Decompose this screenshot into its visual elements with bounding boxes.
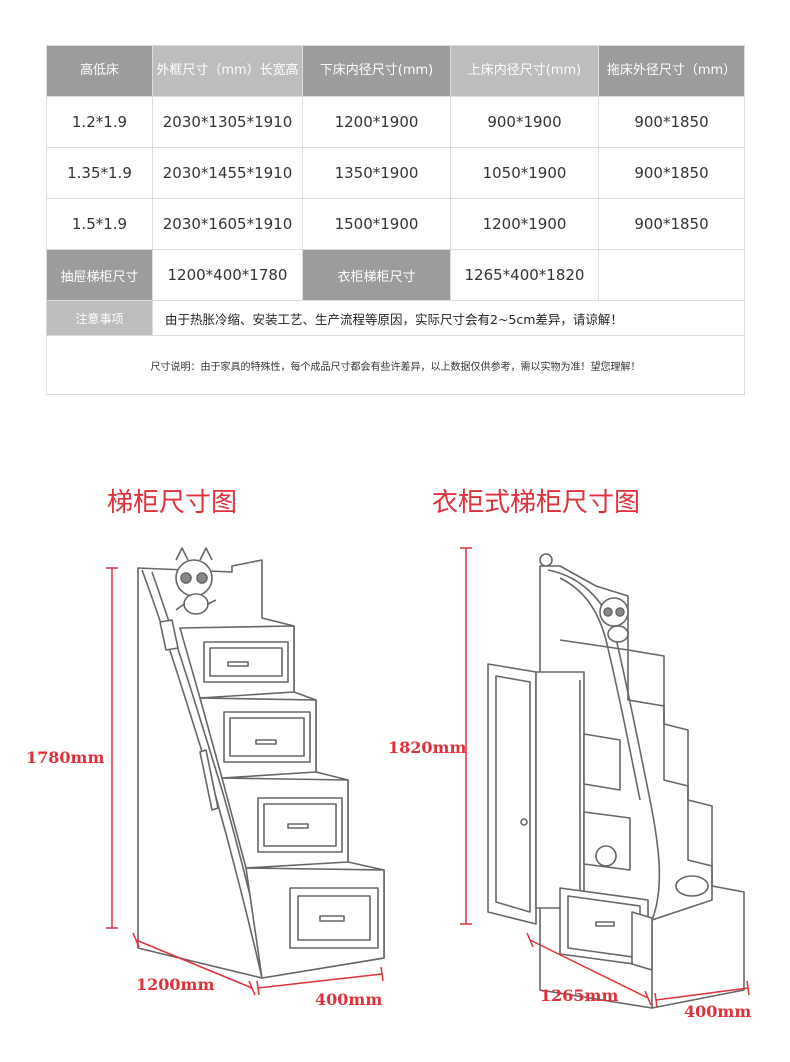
note-label: 注意事项 bbox=[46, 300, 153, 336]
header-upper-bed: 上床内径尺寸(mm) bbox=[450, 45, 599, 97]
table-row: 1.35*1.9 2030*1455*1910 1350*1900 1050*1… bbox=[46, 147, 745, 199]
header-bed-type: 高低床 bbox=[46, 45, 153, 97]
note-row: 注意事项 由于热胀冷缩、安装工艺、生产流程等原因，实际尺寸会有2~5cm差异，请… bbox=[46, 300, 745, 336]
cell-outer-frame: 2030*1305*1910 bbox=[152, 96, 303, 148]
stair-cabinet-row: 抽屉梯柜尺寸 1200*400*1780 衣柜梯柜尺寸 1265*400*182… bbox=[46, 249, 745, 301]
table-row: 1.5*1.9 2030*1605*1910 1500*1900 1200*19… bbox=[46, 198, 745, 250]
cell-bed-type: 1.2*1.9 bbox=[46, 96, 153, 148]
left-drawing-title: 梯柜尺寸图 bbox=[107, 488, 238, 518]
cell-upper-bed: 900*1900 bbox=[450, 96, 599, 148]
cell-trundle-bed: 900*1850 bbox=[598, 147, 745, 199]
cell-upper-bed: 1050*1900 bbox=[450, 147, 599, 199]
drawer-stair-cabinet-illustration bbox=[137, 547, 385, 979]
right-width-label: 1265mm bbox=[540, 986, 619, 1005]
cell-lower-bed: 1200*1900 bbox=[302, 96, 451, 148]
table-header-row: 高低床 外框尺寸（mm）长宽高 下床内径尺寸(mm) 上床内径尺寸(mm) 拖床… bbox=[46, 45, 745, 97]
cell-bed-type: 1.35*1.9 bbox=[46, 147, 153, 199]
note-text: 由于热胀冷缩、安装工艺、生产流程等原因，实际尺寸会有2~5cm差异，请谅解！ bbox=[152, 300, 745, 336]
wardrobe-stair-cabinet-illustration bbox=[487, 553, 745, 1009]
remark-row: 尺寸说明：由于家具的特殊性，每个成品尺寸都会有些许差异，以上数据仅供参考，需以实… bbox=[46, 335, 745, 395]
right-dimension-lines bbox=[460, 547, 750, 1008]
wardrobe-stair-label: 衣柜梯柜尺寸 bbox=[302, 249, 451, 301]
cell-bed-type: 1.5*1.9 bbox=[46, 198, 153, 250]
remark-text: 尺寸说明：由于家具的特殊性，每个成品尺寸都会有些许差异，以上数据仅供参考，需以实… bbox=[46, 335, 745, 395]
cell-outer-frame: 2030*1455*1910 bbox=[152, 147, 303, 199]
left-width-label: 1200mm bbox=[136, 975, 215, 994]
header-trundle-bed: 拖床外径尺寸（mm） bbox=[598, 45, 745, 97]
table-row: 1.2*1.9 2030*1305*1910 1200*1900 900*190… bbox=[46, 96, 745, 148]
left-dimension-lines bbox=[106, 567, 384, 996]
cell-trundle-bed: 900*1850 bbox=[598, 198, 745, 250]
size-spec-table: 高低床 外框尺寸（mm）长宽高 下床内径尺寸(mm) 上床内径尺寸(mm) 拖床… bbox=[46, 45, 745, 395]
left-height-label: 1780mm bbox=[26, 748, 105, 767]
cell-trundle-bed: 900*1850 bbox=[598, 96, 745, 148]
right-drawing-title: 衣柜式梯柜尺寸图 bbox=[432, 488, 641, 518]
wardrobe-stair-value: 1265*400*1820 bbox=[450, 249, 599, 301]
right-depth-label: 400mm bbox=[684, 1002, 752, 1021]
drawer-stair-value: 1200*400*1780 bbox=[152, 249, 303, 301]
left-depth-label: 400mm bbox=[315, 990, 383, 1009]
right-height-label: 1820mm bbox=[388, 738, 467, 757]
empty-cell bbox=[598, 249, 745, 301]
cell-lower-bed: 1500*1900 bbox=[302, 198, 451, 250]
